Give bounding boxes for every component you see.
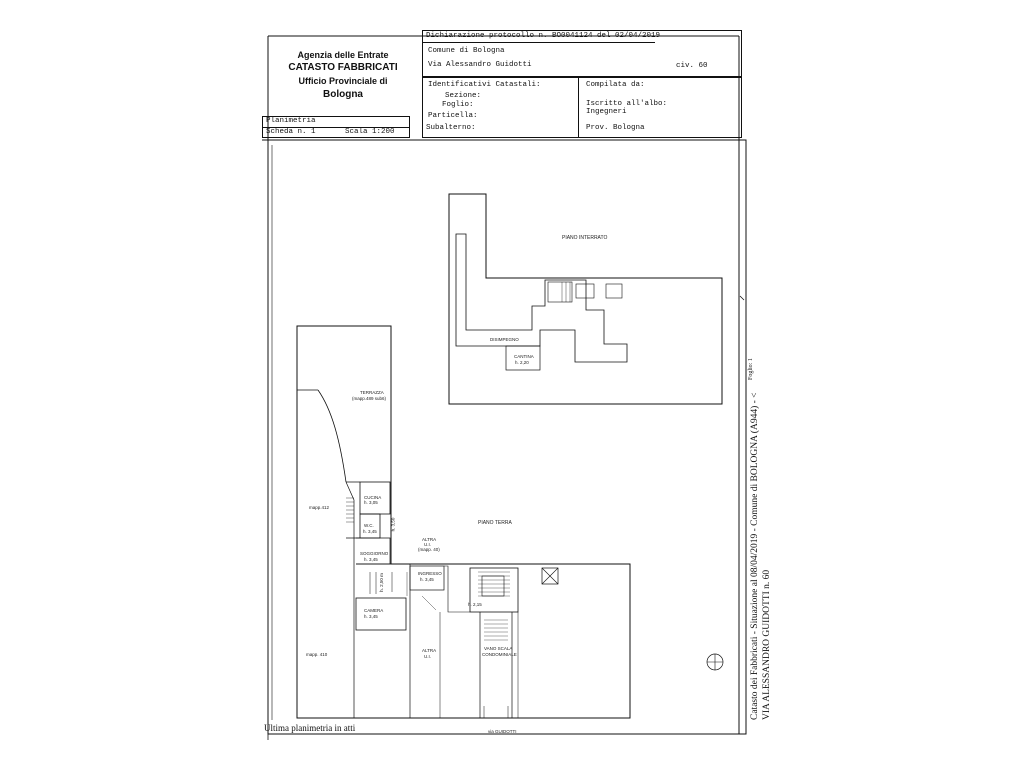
agency-province: Bologna	[323, 89, 363, 100]
label-mapp410: mapp. 410	[306, 652, 328, 657]
side-foglio: Foglio: 1	[748, 358, 754, 380]
identificativi-box	[422, 77, 742, 138]
scala-label: Scala 1:200	[345, 128, 395, 136]
label-piano-terra: PIANO TERRA	[478, 520, 512, 526]
planimetria-divider	[262, 127, 410, 128]
particella-label: Particella:	[428, 112, 478, 120]
header-divider	[422, 42, 655, 43]
label-cucina-h: h. 3,05	[364, 500, 378, 505]
label-cantina-top-h: h. 2,20	[515, 360, 529, 365]
label-camera-h: h. 3,45	[364, 614, 378, 619]
label-ingresso-h: h. 3,45	[420, 577, 434, 582]
label-cantina-top: CANTINA	[514, 354, 534, 359]
label-wc-h: h. 3,45	[363, 529, 377, 534]
ultima-planimetria: Ultima planimetria in atti	[264, 723, 356, 733]
label-h215: h. 2,15	[468, 602, 482, 607]
foglio-label: Foglio:	[442, 101, 474, 109]
agency-catasto: CATASTO FABBRICATI	[288, 62, 398, 73]
label-altra-ui-sub: (mapp. 40)	[418, 547, 440, 552]
label-terrazza-sub: (mapp.489 sub6)	[352, 396, 387, 401]
identificativi-divider	[578, 77, 579, 138]
label-soggiorno: SOGGIORNO	[360, 551, 389, 556]
label-disimpegno: DISIMPEGNO	[490, 337, 519, 342]
side-caption: Catasto dei Fabbricati - Situazione al 0…	[750, 392, 760, 720]
label-cucina: CUCINA	[364, 495, 382, 500]
label-altra-ui-b2: U.I.	[424, 654, 432, 659]
subalterno-label: Subalterno:	[426, 124, 476, 132]
label-camera: CAMERA	[364, 608, 384, 613]
label-altra-ui2: U.I.	[424, 542, 432, 547]
civico-text: civ. 60	[676, 62, 708, 70]
side-address: VIA ALESSANDRO GUIDOTTI n. 60	[762, 569, 772, 720]
sezione-label: Sezione:	[445, 92, 482, 100]
iscritto-label: Iscritto all'albo:	[586, 100, 668, 108]
ingegneri-label: Ingegneri	[586, 108, 627, 116]
label-altra-ui-b: ALTRA	[422, 648, 437, 653]
label-wc-side: h. 3,50	[390, 517, 396, 532]
label-vano-scala: VANO SCALA	[484, 646, 513, 651]
header-box	[422, 30, 742, 77]
protocol-text: Dichiarazione protocollo n. BO0041124 de…	[426, 32, 661, 40]
label-via-guidotti: via GUIDOTTI	[488, 729, 517, 734]
planimetria-label: Planimetria	[266, 117, 316, 125]
agency-name: Agenzia delle Entrate	[297, 50, 389, 60]
via-text: Via Alessandro Guidotti	[428, 61, 532, 69]
scheda-label: Scheda n. 1	[266, 128, 316, 136]
label-mapp412: mapp.412	[309, 505, 330, 510]
identificativi-title: Identificativi Catastali:	[428, 81, 541, 89]
label-terrazza: TERRAZZA	[360, 390, 384, 395]
label-wc: W.C.	[364, 523, 374, 528]
agency-ufficio: Ufficio Provinciale di	[298, 76, 388, 86]
compilata-title: Compilata da:	[586, 81, 645, 89]
label-h350: h. 2,50 m	[378, 573, 384, 592]
label-soggiorno-h: h. 3,45	[364, 557, 378, 562]
prov-label: Prov. Bologna	[586, 124, 645, 132]
label-piano-interrato: PIANO INTERRATO	[562, 235, 608, 241]
comune-text: Comune di Bologna	[428, 47, 505, 55]
label-vano-scala2: CONDOMINIALE	[482, 652, 517, 657]
label-altra-ui: ALTRA	[422, 537, 437, 542]
label-ingresso: INGRESSO	[418, 571, 442, 576]
